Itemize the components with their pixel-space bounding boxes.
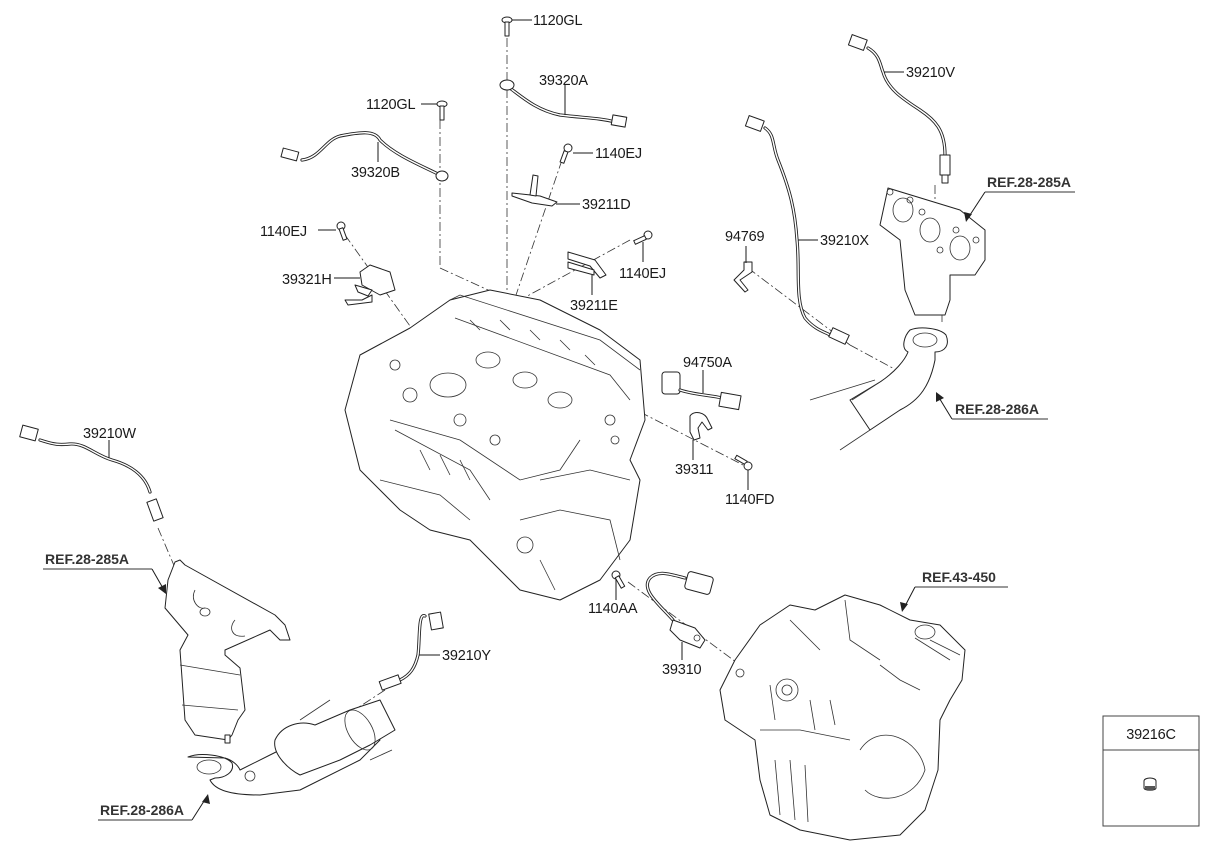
exhaust-pipe-left bbox=[187, 699, 396, 796]
position-sensor-39310 bbox=[645, 571, 714, 649]
label-39320b[interactable]: 39320B bbox=[351, 165, 400, 181]
bracket-39211d bbox=[511, 174, 558, 207]
ref-28-286a-left[interactable]: REF.28-286A bbox=[100, 802, 184, 818]
bolt-1140ej-a bbox=[559, 143, 573, 164]
label-1140fd[interactable]: 1140FD bbox=[725, 492, 775, 508]
knock-sensor-39320a bbox=[499, 79, 628, 128]
label-39210x[interactable]: 39210X bbox=[820, 233, 870, 249]
oxygen-sensor-39210v bbox=[847, 34, 951, 184]
label-39320a[interactable]: 39320A bbox=[539, 73, 589, 89]
connector-94750a bbox=[661, 371, 742, 411]
transmission-illustration bbox=[719, 594, 966, 841]
label-1140ej-b[interactable]: 1140EJ bbox=[619, 266, 666, 282]
label-39311[interactable]: 39311 bbox=[675, 462, 714, 478]
label-94769[interactable]: 94769 bbox=[725, 229, 765, 245]
bracket-39311 bbox=[689, 412, 713, 441]
exhaust-manifold-left bbox=[164, 559, 291, 744]
label-39210w[interactable]: 39210W bbox=[83, 426, 137, 442]
ref-28-286a-right[interactable]: REF.28-286A bbox=[955, 401, 1039, 417]
label-39211d[interactable]: 39211D bbox=[582, 197, 631, 213]
bolt-1120gl-left bbox=[436, 100, 448, 121]
knock-sensor-39320b bbox=[280, 131, 449, 182]
oxygen-sensor-39210w bbox=[19, 424, 164, 522]
bolt-1140fd bbox=[734, 454, 753, 471]
bracket-39211e bbox=[567, 251, 607, 279]
exhaust-pipe-right bbox=[809, 327, 948, 451]
exhaust-manifold-right bbox=[879, 187, 986, 322]
bolt-1140ej-b bbox=[633, 230, 653, 245]
ref-43-450[interactable]: REF.43-450 bbox=[922, 569, 996, 585]
oxygen-sensor-39210y bbox=[378, 611, 444, 691]
legend-box-39216c: 39216C bbox=[1102, 715, 1200, 827]
label-1120gl-top[interactable]: 1120GL bbox=[533, 13, 583, 29]
label-94750a[interactable]: 94750A bbox=[683, 355, 733, 371]
ref-28-285a-left[interactable]: REF.28-285A bbox=[45, 551, 129, 567]
bracket-94769 bbox=[733, 261, 753, 293]
oxygen-sensor-39210x bbox=[744, 115, 850, 345]
label-39321h[interactable]: 39321H bbox=[282, 272, 332, 288]
label-1120gl-left[interactable]: 1120GL bbox=[366, 97, 416, 113]
label-1140ej-c[interactable]: 1140EJ bbox=[260, 224, 307, 240]
bolt-1140aa bbox=[611, 570, 626, 589]
plug-cap-icon bbox=[1143, 777, 1157, 791]
label-39210v[interactable]: 39210V bbox=[906, 65, 956, 81]
engine-block-illustration bbox=[344, 289, 646, 601]
bolt-1140ej-c bbox=[336, 221, 348, 241]
label-39310[interactable]: 39310 bbox=[662, 662, 702, 678]
label-39210y[interactable]: 39210Y bbox=[442, 648, 492, 664]
bracket-39321h bbox=[344, 264, 396, 306]
label-1140aa[interactable]: 1140AA bbox=[588, 601, 638, 617]
bolt-1120gl-top bbox=[501, 16, 513, 37]
ref-28-285a-right[interactable]: REF.28-285A bbox=[987, 174, 1071, 190]
legend-part-number[interactable]: 39216C bbox=[1126, 727, 1176, 743]
label-39211e[interactable]: 39211E bbox=[570, 298, 618, 314]
label-1140ej-a[interactable]: 1140EJ bbox=[595, 146, 642, 162]
